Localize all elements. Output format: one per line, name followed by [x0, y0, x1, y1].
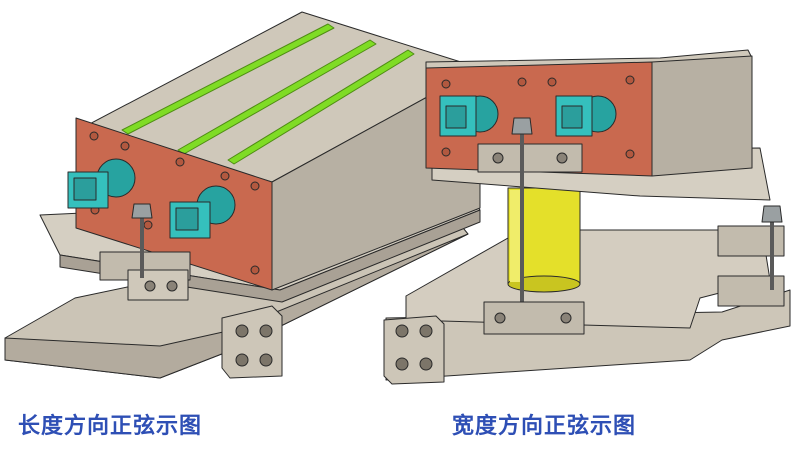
- mounting-hole-icon: [221, 305, 283, 379]
- teal-connector-icon: [67, 158, 136, 209]
- width-direction-assembly: [383, 49, 791, 385]
- length-direction-assembly: [4, 11, 481, 379]
- teal-connector-icon: [555, 95, 617, 137]
- caption-width-direction: 宽度方向正弦示图: [452, 414, 637, 439]
- yellow-cylinder: [507, 187, 581, 293]
- mounting-hole-icon: [383, 315, 445, 385]
- teal-connector-icon: [169, 185, 236, 239]
- green-stripes: [121, 23, 415, 165]
- right-body-side: [651, 55, 753, 177]
- right-side-bracket: [717, 225, 785, 257]
- caption-length-direction: 长度方向正弦示图: [18, 414, 203, 439]
- teal-connector-icon: [439, 95, 499, 137]
